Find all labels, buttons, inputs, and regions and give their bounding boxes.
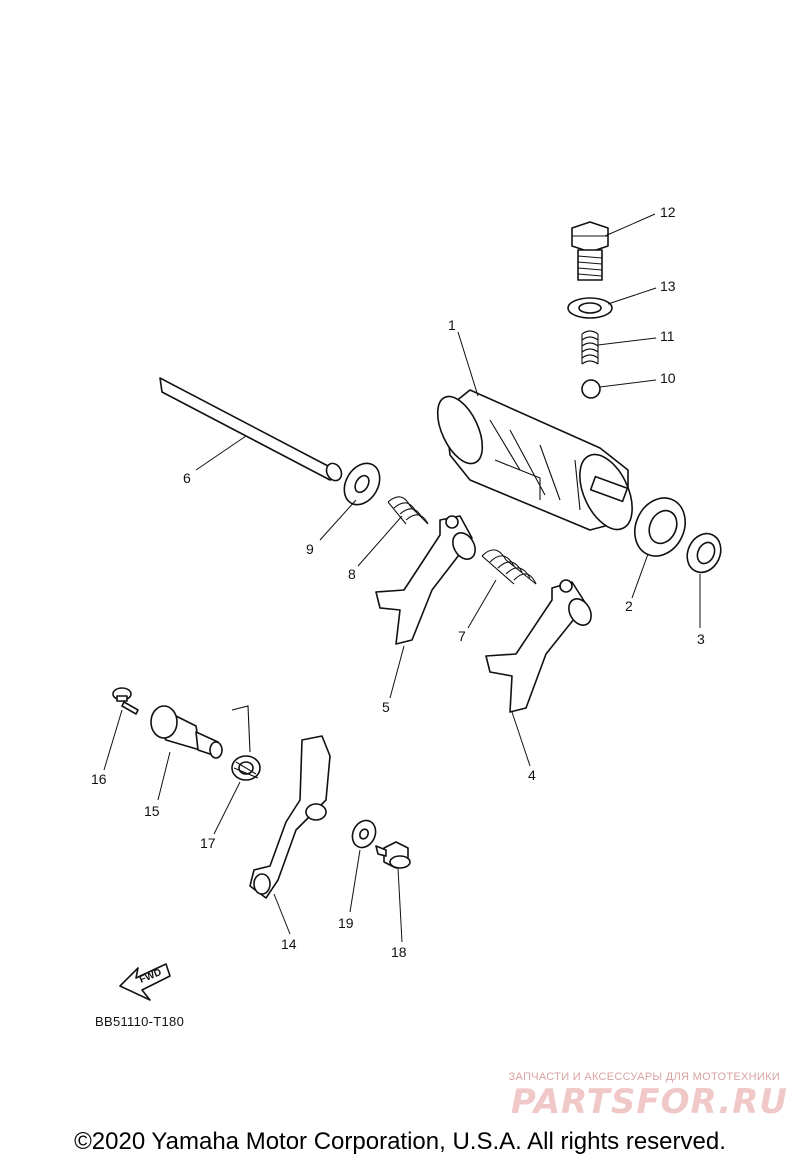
spring-part-8 <box>387 496 429 525</box>
torsion-spring-part-17 <box>231 705 261 781</box>
callout-1: 1 <box>448 317 456 333</box>
callout-2: 2 <box>625 598 633 614</box>
fwd-arrow-icon: FWD <box>119 963 171 1001</box>
callout-18: 18 <box>391 944 407 960</box>
spring-part-11 <box>581 330 599 365</box>
leader-lines <box>103 213 701 943</box>
shift-drum-part-1 <box>436 389 633 531</box>
callout-14: 14 <box>281 936 297 952</box>
seal-part-3 <box>686 532 722 574</box>
callout-9: 9 <box>306 541 314 557</box>
callout-6: 6 <box>183 470 191 486</box>
callout-numbers: 1 2 3 4 5 6 7 8 9 10 11 12 13 14 15 16 1… <box>91 204 705 960</box>
callout-8: 8 <box>348 566 356 582</box>
callout-11: 11 <box>660 328 675 344</box>
bolt-part-12 <box>571 221 609 281</box>
callout-16: 16 <box>91 771 107 787</box>
screw-part-16 <box>112 687 139 715</box>
collar-part-15 <box>150 705 223 759</box>
callout-10: 10 <box>660 370 676 386</box>
callout-17: 17 <box>200 835 216 851</box>
shift-fork-part-4 <box>485 579 592 713</box>
bearing-part-2 <box>634 497 686 557</box>
callout-5: 5 <box>382 699 390 715</box>
copyright-notice: ©2020 Yamaha Motor Corporation, U.S.A. A… <box>74 1128 726 1155</box>
bolt-part-18 <box>375 841 411 869</box>
spring-part-7 <box>481 549 537 585</box>
washer-part-13 <box>567 297 613 319</box>
shift-fork-part-5 <box>375 515 476 645</box>
stopper-lever-part-14 <box>249 735 331 899</box>
callout-13: 13 <box>660 278 676 294</box>
washer-part-9 <box>343 462 381 506</box>
shaft-part-6 <box>159 377 343 482</box>
callout-7: 7 <box>458 628 466 644</box>
callout-3: 3 <box>697 631 705 647</box>
diagram-code: BB51110-T180 <box>95 1014 185 1029</box>
watermark-logo: PARTSFOR.RU <box>510 1082 788 1122</box>
callout-12: 12 <box>660 204 676 220</box>
watermark-tagline: ЗАПЧАСТИ И АКСЕССУАРЫ ДЛЯ МОТОТЕХНИКИ <box>508 1071 780 1083</box>
ball-part-10 <box>581 379 601 399</box>
washer-part-19 <box>351 819 377 849</box>
callout-15: 15 <box>144 803 160 819</box>
callout-19: 19 <box>338 915 354 931</box>
callout-4: 4 <box>528 767 536 783</box>
